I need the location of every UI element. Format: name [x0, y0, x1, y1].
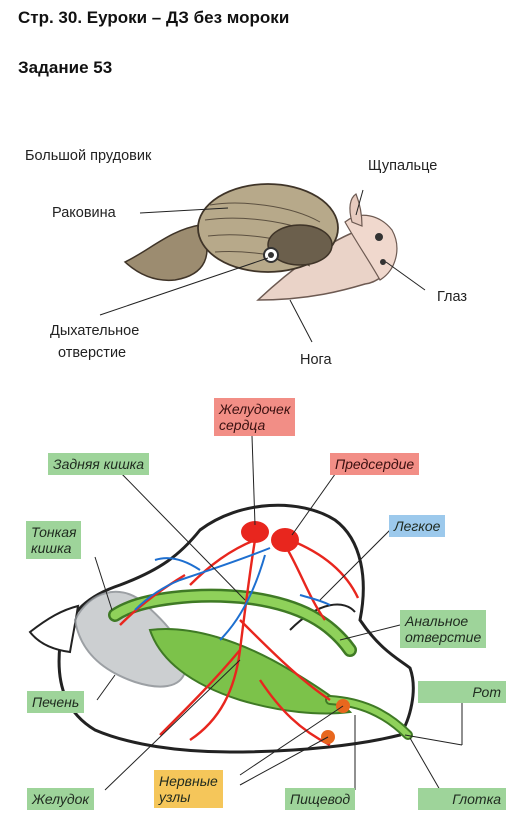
label-tentacle: Щупальце — [368, 158, 438, 174]
label-shell: Раковина — [52, 205, 116, 221]
pond-snail-illustration — [99, 183, 426, 343]
label-atrium: Предсердие — [330, 453, 420, 475]
label-pharynx: Глотка — [418, 788, 506, 810]
task-title: Задание 53 — [18, 58, 113, 77]
internal-anatomy-diagram — [28, 435, 463, 791]
label-liver: Печень — [27, 691, 85, 713]
label-hindgut: Задняя кишка — [48, 453, 150, 475]
label-nerve-nodes: Нервные узлы — [154, 770, 223, 808]
label-foot: Нога — [300, 352, 332, 368]
figure-caption: Большой прудовик — [25, 148, 152, 164]
label-stomach: Желудок — [27, 788, 95, 810]
label-breathing-hole-2: отверстие — [58, 345, 127, 361]
label-mouth: Рот — [418, 681, 506, 703]
label-eye: Глаз — [437, 289, 468, 305]
label-breathing-hole-1: Дыхательное — [50, 323, 140, 339]
label-small-intestine: Тонкая кишка — [26, 521, 82, 559]
label-ventricle: Желудочек сердца — [214, 398, 296, 436]
page-title: Стр. 30. Еуроки – ДЗ без мороки — [18, 8, 290, 27]
label-anal-opening: Анальное отверстие — [400, 610, 487, 648]
label-esophagus: Пищевод — [285, 788, 356, 810]
label-lung: Легкое — [389, 515, 446, 537]
